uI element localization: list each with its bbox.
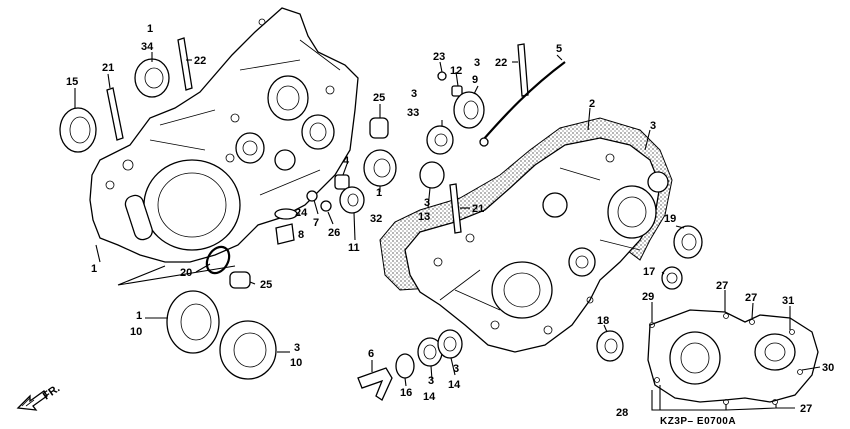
callout-25: 25 — [260, 279, 272, 291]
arrow-left-down-icon — [16, 390, 48, 411]
diagram-code: KZ3P– E0700A — [660, 416, 736, 427]
callout-26: 26 — [328, 227, 340, 239]
callout-3: 3 — [411, 88, 417, 100]
callout-27: 27 — [745, 292, 757, 304]
side-cover-assembly — [647, 309, 819, 405]
callout-17: 17 — [643, 266, 655, 278]
front-direction-indicator: FR. — [16, 382, 62, 411]
callout-3: 3 — [474, 57, 480, 69]
callout-30: 30 — [822, 362, 834, 374]
callout-13: 13 — [418, 211, 430, 223]
direction-label: FR. — [41, 382, 62, 402]
callout-21: 21 — [102, 62, 114, 74]
callout-1: 1 — [91, 263, 97, 275]
callout-33: 33 — [407, 107, 419, 119]
callout-9: 9 — [472, 74, 478, 86]
callout-5: 5 — [556, 43, 562, 55]
callout-16: 16 — [400, 387, 412, 399]
leader-lines — [74, 52, 821, 411]
callout-3: 3 — [294, 342, 300, 354]
right-crankcase-half — [379, 117, 673, 353]
callout-labels: 1 34 22 15 21 1 25 4 1 32 24 7 8 26 11 2… — [66, 23, 834, 419]
callout-19: 19 — [664, 213, 676, 225]
callout-15: 15 — [66, 76, 78, 88]
callout-27: 27 — [716, 280, 728, 292]
callout-31: 31 — [782, 295, 794, 307]
callout-14: 14 — [448, 379, 461, 391]
callout-12: 12 — [450, 65, 462, 77]
callout-11: 11 — [348, 242, 360, 254]
callout-7: 7 — [313, 217, 319, 229]
callout-28: 28 — [616, 407, 628, 419]
left-crankcase-half — [89, 7, 359, 263]
callout-24: 24 — [295, 207, 308, 219]
callout-3: 3 — [453, 363, 459, 375]
callout-27: 27 — [800, 403, 812, 415]
callout-3: 3 — [428, 375, 434, 387]
callout-10: 10 — [130, 326, 142, 338]
callout-3: 3 — [650, 120, 656, 132]
callout-22: 22 — [194, 55, 206, 67]
callout-4: 4 — [343, 155, 350, 167]
callout-10: 10 — [290, 357, 302, 369]
callout-18: 18 — [597, 315, 609, 327]
callout-25: 25 — [373, 92, 385, 104]
callout-1: 1 — [376, 187, 382, 199]
loose-parts — [59, 37, 703, 401]
callout-23: 23 — [433, 51, 445, 63]
callout-6: 6 — [368, 348, 374, 360]
callout-8: 8 — [298, 229, 304, 241]
callout-20: 20 — [180, 267, 192, 279]
callout-22: 22 — [495, 57, 507, 69]
callout-21: 21 — [472, 203, 484, 215]
callout-29: 29 — [642, 291, 654, 303]
callout-1: 1 — [147, 23, 153, 35]
callout-1: 1 — [136, 310, 142, 322]
callout-2: 2 — [589, 98, 595, 110]
callout-32: 32 — [370, 213, 382, 225]
callout-14: 14 — [423, 391, 436, 403]
callout-3: 3 — [424, 197, 430, 209]
callout-34: 34 — [141, 41, 154, 53]
